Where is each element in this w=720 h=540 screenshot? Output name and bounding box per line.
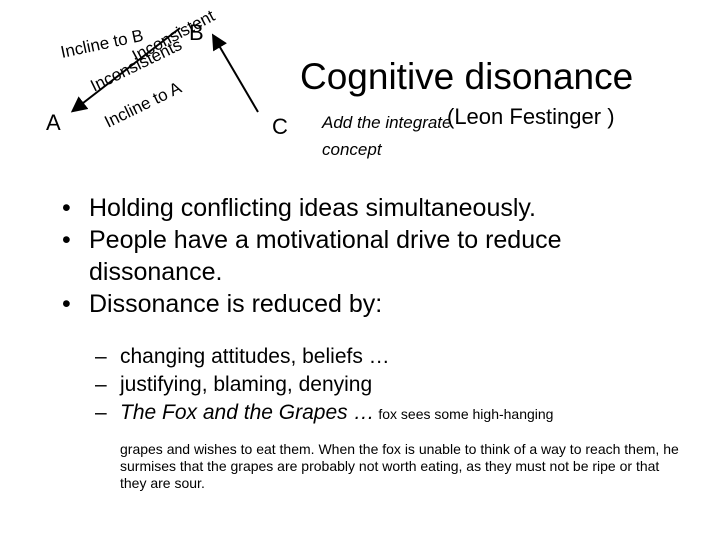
sub-bullet-item-fox: The Fox and the Grapes … fox sees some h…	[95, 399, 695, 428]
fox-story-intro: fox sees some high-hanging	[374, 406, 554, 422]
arrow-c-to-b	[211, 33, 259, 113]
annotation-note-line1: Add the integrate	[322, 113, 452, 132]
fox-story-title: The Fox and the Grapes …	[120, 401, 375, 424]
sub-bullet-list: changing attitudes, beliefs … justifying…	[95, 343, 695, 428]
node-b: B	[189, 20, 204, 45]
fox-story-text: grapes and wishes to eat them. When the …	[120, 441, 679, 491]
page-title: Cognitive disonance	[300, 56, 634, 97]
node-a: A	[46, 110, 61, 135]
sub-bullet-item: justifying, blaming, denying	[95, 371, 695, 399]
page-subtitle: (Leon Festinger )	[447, 104, 615, 129]
bullet-item: Holding conflicting ideas simultaneously…	[56, 192, 696, 224]
arrow-b-to-a	[70, 27, 181, 113]
sub-bullet-item: changing attitudes, beliefs …	[95, 343, 695, 371]
annotation-note-line2: concept	[322, 140, 382, 159]
bullet-item: Dissonance is reduced by:	[56, 288, 696, 320]
main-bullet-list: Holding conflicting ideas simultaneously…	[56, 192, 696, 320]
bullet-item: People have a motivational drive to redu…	[56, 224, 696, 288]
dissonance-triangle-diagram: Incline to B Inconsistent Inconsistents …	[59, 6, 259, 132]
node-c: C	[272, 114, 288, 139]
